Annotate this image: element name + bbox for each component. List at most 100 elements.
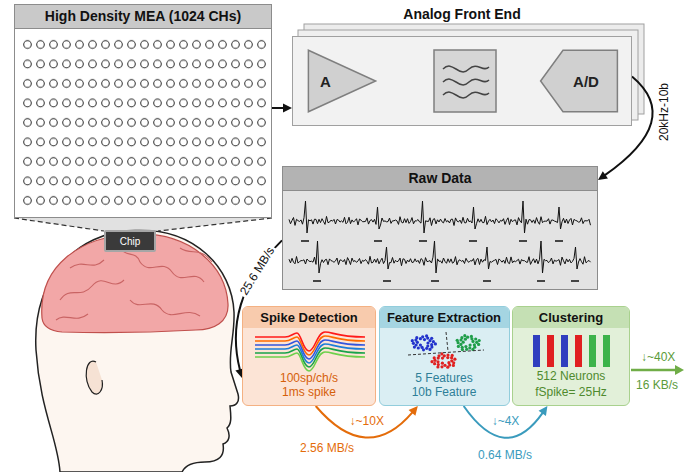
connector	[272, 104, 292, 113]
node-title: Spike Detection	[243, 307, 375, 328]
spike-marker	[419, 240, 427, 242]
cluster-bar	[533, 335, 540, 367]
feature-dot	[440, 362, 443, 365]
feature-dot	[436, 360, 439, 363]
feature-dot	[422, 338, 425, 341]
feature-dot	[437, 354, 440, 357]
feature-scatter	[380, 331, 508, 371]
feature-dot	[433, 342, 436, 345]
feature-dot	[428, 348, 431, 351]
electrode-grid	[15, 31, 271, 217]
spike-marker	[483, 280, 491, 282]
feature-dot	[468, 343, 471, 346]
feature-dot	[464, 345, 467, 348]
cluster-boundary	[408, 350, 484, 355]
cluster-boundary	[446, 332, 448, 351]
data-rate: 16 KB/s	[636, 378, 678, 392]
mea-panel: High Density MEA (1024 CHs)	[14, 4, 272, 218]
node-title: High Density MEA (1024 CHs)	[15, 5, 271, 29]
feature-dot	[459, 343, 462, 346]
arrowhead	[283, 104, 292, 113]
edge-label: 20kHz-10b	[657, 81, 671, 143]
feature-dot	[460, 348, 463, 351]
feature-dot	[466, 336, 469, 339]
feature-dot	[412, 346, 415, 349]
feature-dot	[430, 360, 433, 363]
spike-marker	[383, 280, 391, 282]
node-body: 100sp/ch/s 1ms spike	[270, 371, 348, 399]
feature-dot	[474, 337, 477, 340]
feature-dot	[425, 347, 428, 350]
spike-marker	[537, 280, 545, 282]
feature-dot	[456, 345, 459, 348]
spike-marker	[313, 280, 321, 282]
feature-dot	[421, 348, 424, 351]
process-box: Clustering 512 Neurons fSpike= 25Hz	[512, 306, 630, 406]
afe-panel: Analog Front EndAA/D	[292, 36, 632, 126]
feature-dot	[477, 339, 480, 342]
spike-marker	[301, 240, 309, 242]
node-body: 512 Neurons	[515, 369, 627, 383]
signal-trace	[289, 241, 591, 273]
node-title: Clustering	[513, 307, 629, 328]
feature-dot	[446, 366, 449, 369]
node-title: Feature Extraction	[380, 307, 509, 328]
edge-label: ↓~10X	[348, 414, 386, 428]
edge-label: 25.6 MB/s	[236, 243, 279, 300]
node-title: Raw Data	[283, 167, 597, 191]
amplifier-symbol: A	[307, 49, 377, 113]
process-box: Feature Extraction 5 Features 10b Feature	[379, 306, 510, 406]
feature-dot	[451, 364, 454, 367]
filter-symbol	[433, 49, 497, 113]
cluster-bar	[547, 335, 554, 367]
output-arrow	[631, 365, 684, 375]
feature-dot	[443, 364, 446, 367]
feature-dot	[465, 348, 468, 351]
feature-dot	[468, 346, 471, 349]
node-body: 5 Features 10b Feature	[405, 371, 483, 399]
triangle-outline	[307, 49, 377, 113]
feature-dot	[421, 335, 424, 338]
feature-dot	[477, 343, 480, 346]
node-body: fSpike= 25Hz	[515, 385, 627, 399]
spike-marker	[519, 240, 527, 242]
spike-marker	[431, 280, 439, 282]
edge-label: ↓~4X	[490, 414, 522, 428]
feature-dot	[430, 337, 433, 340]
connector-line	[464, 406, 543, 438]
feature-dot	[455, 339, 458, 342]
feature-dot	[460, 336, 463, 339]
arrowhead	[598, 171, 608, 180]
connector	[316, 406, 418, 438]
connector	[464, 406, 548, 438]
feature-dot	[410, 339, 413, 342]
spike-marker	[374, 240, 382, 242]
adc-symbol: A/D	[539, 49, 619, 113]
cluster-bars	[513, 331, 631, 371]
spike-marker	[555, 240, 563, 242]
cluster-bar	[589, 335, 596, 367]
data-rate: 2.56 MB/s	[300, 441, 354, 455]
raw-traces	[283, 191, 597, 289]
feature-dot	[416, 346, 419, 349]
cluster-bar	[603, 335, 610, 367]
node-title: A/D	[573, 73, 599, 90]
feature-dot	[436, 365, 439, 368]
signal-trace	[289, 201, 591, 233]
reduction-factor: ↓~40X	[641, 350, 675, 364]
arrowhead	[539, 406, 548, 416]
feature-dot	[469, 335, 472, 338]
node-title: A	[320, 73, 331, 90]
feature-dot	[432, 356, 435, 359]
feature-dot	[463, 334, 466, 337]
connector-line	[316, 406, 413, 438]
spike-marker	[469, 240, 477, 242]
feature-dot	[446, 353, 449, 356]
feature-dot	[425, 334, 428, 337]
spike-waveform	[255, 352, 365, 371]
feature-dot	[440, 365, 443, 368]
head-illustration	[36, 230, 239, 472]
raw-data-panel: Raw Data	[282, 166, 598, 290]
feature-dot	[433, 362, 436, 365]
node-title: Analog Front End	[293, 6, 631, 22]
